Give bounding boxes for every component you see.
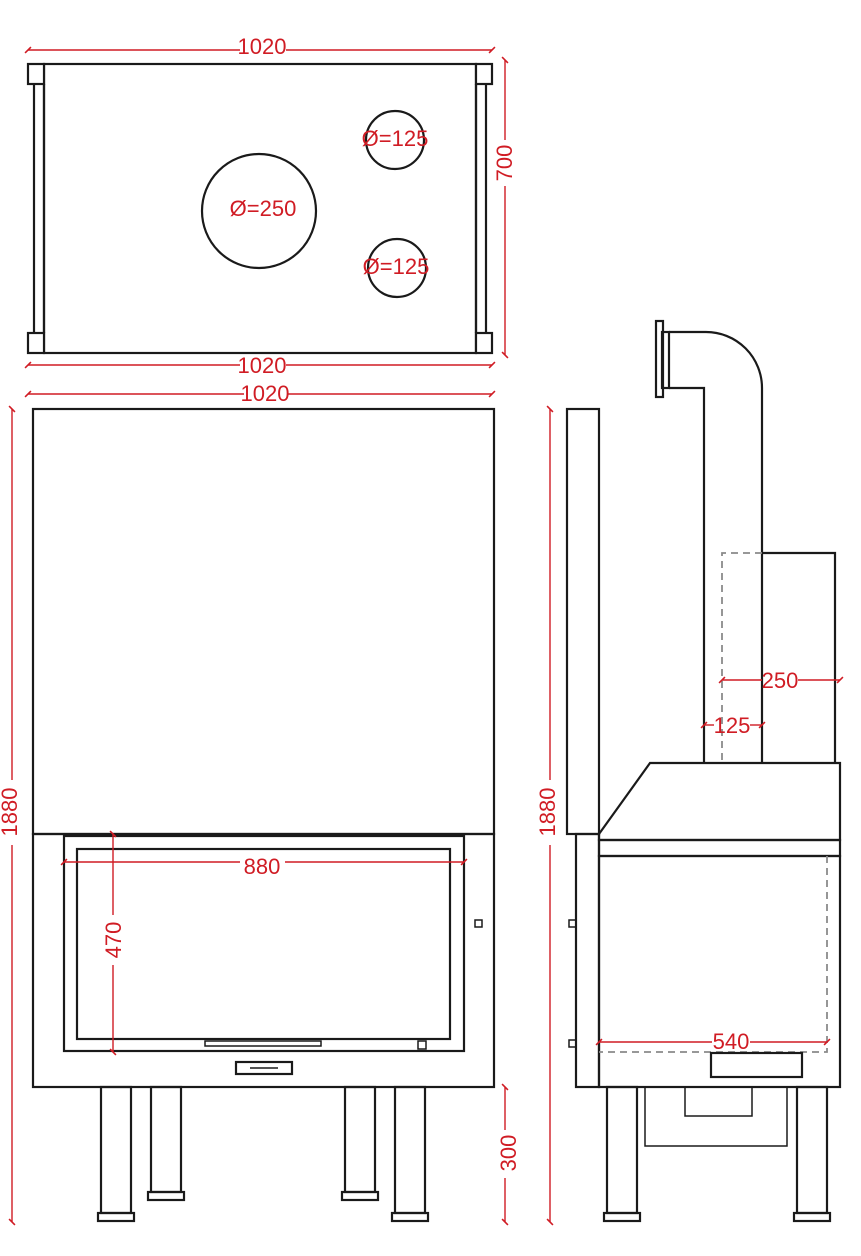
top-view-corner-tr [474, 62, 494, 86]
label-flue-small-lower: Ø=125 [363, 254, 430, 279]
front-foot-1 [96, 1211, 136, 1223]
label-flue-main: Ø=250 [230, 196, 297, 221]
front-side-knob [474, 919, 483, 928]
side-knob-lower [568, 1039, 577, 1048]
dim-leg-height: 300 [496, 1135, 521, 1172]
label-flue-small-upper: Ø=125 [362, 126, 429, 151]
front-hood [31, 407, 496, 836]
front-leg-2 [149, 1085, 183, 1194]
dim-opening-width: 880 [244, 854, 281, 879]
front-latch [417, 1040, 427, 1050]
front-foot-4 [390, 1211, 430, 1223]
side-leg-front [605, 1085, 639, 1215]
dim-top-depth: 700 [492, 145, 517, 182]
front-firebox-housing [31, 832, 496, 1089]
front-air-control [234, 1060, 294, 1076]
top-view [26, 62, 494, 355]
top-view-corner-bl [26, 331, 46, 355]
top-view-corner-br [474, 331, 494, 355]
side-flue-flange [654, 319, 665, 399]
side-firebox-top [597, 761, 842, 842]
front-glass [75, 847, 452, 1041]
dimension-labels: 1020 1020 700 Ø=250 Ø=125 Ø=125 1020 188… [0, 34, 798, 1171]
dim-duct-inner: 125 [714, 713, 751, 738]
dim-top-width-upper: 1020 [238, 34, 287, 59]
dim-opening-height: 470 [101, 922, 126, 959]
dim-front-width: 1020 [241, 381, 290, 406]
dim-side-height: 1880 [535, 788, 560, 837]
front-leg-4 [393, 1085, 427, 1215]
flue-small-upper-circle [364, 109, 426, 171]
side-knob-upper [568, 919, 577, 928]
front-handle-bar [204, 1040, 322, 1047]
side-foot-rear [792, 1211, 832, 1223]
side-ash-drawer [684, 1086, 753, 1117]
top-view-corner-tl [26, 62, 46, 86]
side-plenum-hidden [721, 552, 762, 763]
front-foot-2 [146, 1190, 186, 1202]
dim-duct-outer: 250 [762, 668, 799, 693]
front-view [31, 407, 496, 1223]
side-rear-plenum [762, 551, 837, 763]
dimension-lines [8, 46, 844, 1226]
side-leg-rear [795, 1085, 829, 1215]
front-foot-3 [340, 1190, 380, 1202]
front-door-frame [62, 834, 466, 1053]
side-hood-panel [565, 407, 601, 836]
side-ash-box [644, 1087, 788, 1147]
side-air-control [709, 1051, 804, 1079]
flue-main-circle [200, 152, 318, 270]
dim-side-depth: 540 [713, 1029, 750, 1054]
side-firebox-band [597, 838, 842, 858]
front-leg-3 [343, 1085, 377, 1194]
front-leg-1 [99, 1085, 133, 1215]
dim-top-width-lower: 1020 [238, 353, 287, 378]
flue-small-lower-circle [366, 237, 428, 299]
side-flue-duct [669, 330, 764, 763]
side-foot-front [602, 1211, 642, 1223]
side-front-panel [574, 832, 601, 1089]
side-view [565, 319, 842, 1223]
side-firebox-hidden [599, 856, 828, 1053]
dim-front-height: 1880 [0, 788, 22, 837]
